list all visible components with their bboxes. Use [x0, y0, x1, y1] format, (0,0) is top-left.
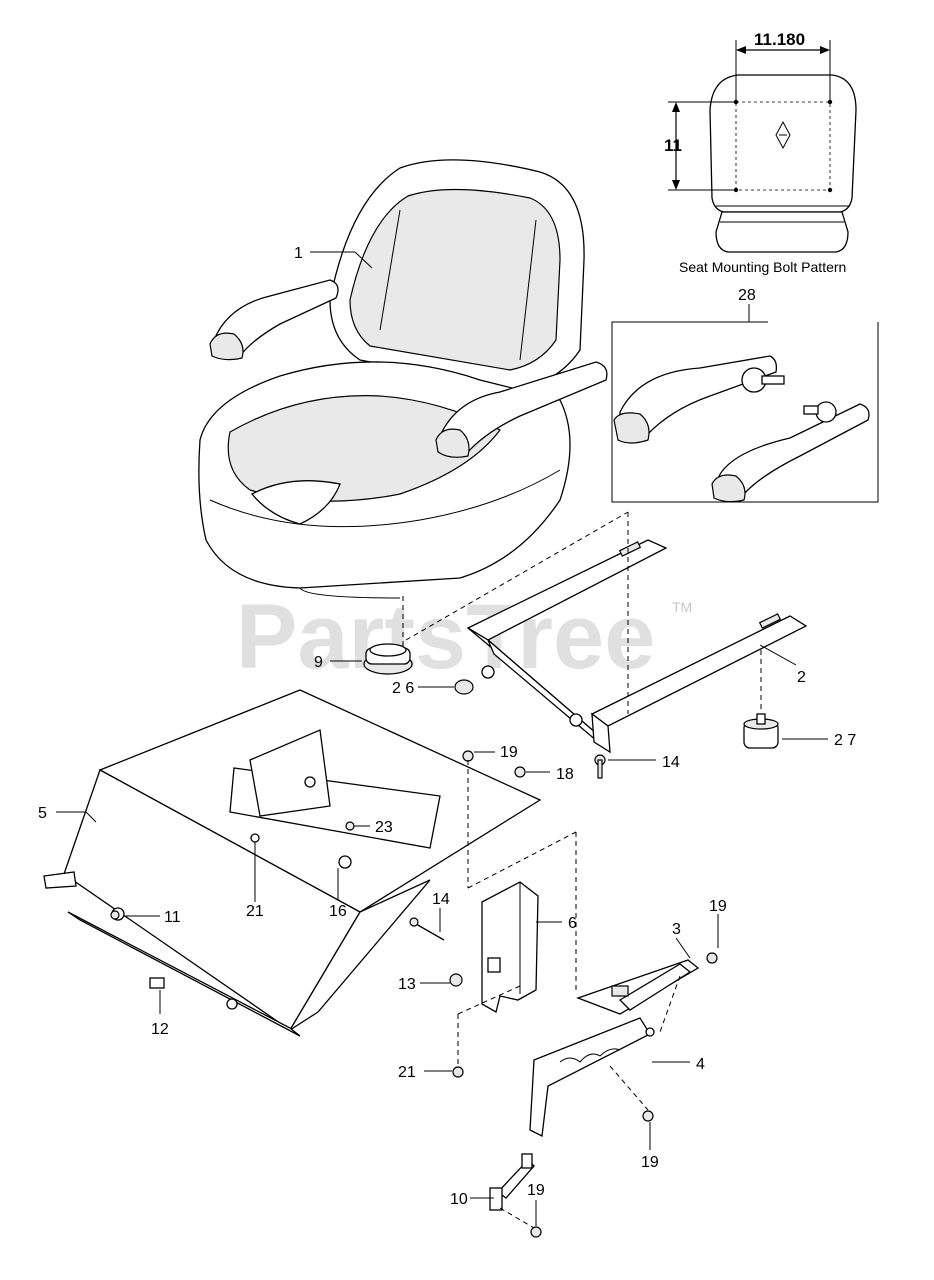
callout-4: 4 [696, 1056, 705, 1073]
callout-3: 3 [672, 921, 681, 938]
callout-5: 5 [38, 805, 47, 822]
callout-2: 2 [797, 669, 806, 686]
bolt-pattern-caption: Seat Mounting Bolt Pattern [679, 259, 846, 275]
dim-height-label: 11 [664, 136, 682, 155]
bracket-6 [481, 881, 539, 1013]
callout-26: 2 6 [392, 680, 414, 697]
seat [198, 159, 608, 599]
fasteners [110, 750, 718, 1238]
lever-bracket-3 [576, 959, 700, 1015]
link-10 [489, 1153, 535, 1211]
leader-lines [56, 251, 828, 1226]
callout-16: 16 [329, 903, 347, 920]
callout-18: 18 [556, 766, 574, 783]
armrest-kit-box [611, 304, 879, 503]
seat-pan [43, 689, 542, 1037]
bolt-pattern-inset: 11.180 11 Seat Mounting Bolt Pattern [664, 30, 857, 275]
callout-13: 13 [398, 976, 416, 993]
callout-11: 11 [164, 909, 181, 926]
callout-12: 12 [151, 1021, 169, 1038]
callout-1: 1 [294, 245, 303, 262]
callout-14-pan: 14 [432, 891, 450, 908]
callout-19-top: 19 [500, 744, 518, 761]
watermark-tm: TM [672, 599, 692, 615]
callout-6: 6 [568, 915, 577, 932]
plug-26 [454, 679, 474, 695]
callout-labels: 1 2 3 4 5 6 9 10 11 12 13 14 14 16 18 19… [38, 245, 856, 1208]
watermark: PartsTree [236, 586, 655, 688]
seat-switch [363, 643, 413, 675]
callout-19-lower: 19 [641, 1154, 659, 1171]
callout-14-rail: 14 [662, 754, 680, 771]
callout-21-pan: 21 [246, 903, 264, 920]
alignment-lines [402, 511, 762, 1229]
bumper-27 [743, 713, 779, 749]
callout-10: 10 [450, 1191, 468, 1208]
callout-28: 28 [738, 287, 756, 304]
callout-19-bottom: 19 [527, 1182, 545, 1199]
callout-21-lower: 21 [398, 1064, 416, 1081]
callout-9: 9 [314, 654, 323, 671]
seat-rails [466, 539, 808, 754]
adjust-plate-4 [529, 1017, 655, 1137]
callout-19-right: 19 [709, 898, 727, 915]
callout-23: 23 [375, 819, 393, 836]
callout-27: 2 7 [834, 732, 856, 749]
dim-width-label: 11.180 [754, 30, 805, 49]
